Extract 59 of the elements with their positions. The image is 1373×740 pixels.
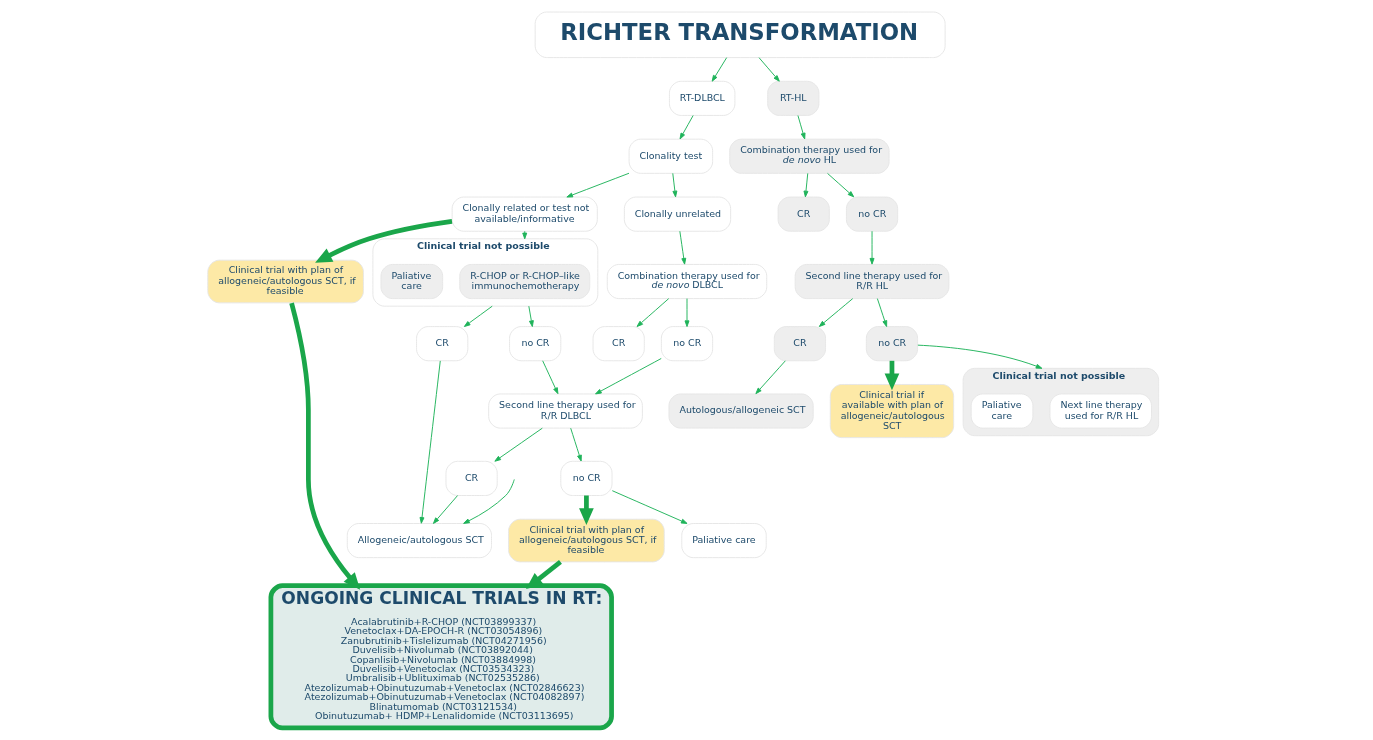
node-box: no CR bbox=[865, 326, 918, 362]
arrow bbox=[636, 298, 669, 327]
node-box: Clinical trial with plan of allogeneic/autologous SCT, if feasible bbox=[206, 259, 364, 304]
arrow bbox=[314, 219, 452, 263]
node-box: Clinical trial with plan of allogeneic/autologous SCT, if feasible bbox=[507, 518, 665, 563]
arrow bbox=[796, 115, 805, 140]
node-box: Next line therapy used for R/R HL bbox=[1049, 393, 1152, 429]
node-box: CR bbox=[773, 326, 826, 362]
arrow bbox=[493, 427, 543, 462]
node-box: Clonality test bbox=[628, 138, 713, 174]
node-box: Clinical trial if available with plan of allogeneic/autologous SCT bbox=[829, 384, 954, 439]
arrow bbox=[869, 230, 874, 265]
node-box: no CR bbox=[559, 460, 612, 496]
arrow bbox=[876, 298, 887, 327]
node-box: Second line therapy used for R/R HL bbox=[794, 263, 949, 300]
node-box: Combination therapy used for de novo DLBCL bbox=[606, 263, 767, 300]
arrow bbox=[565, 172, 629, 198]
arrow bbox=[611, 490, 688, 524]
arrow bbox=[818, 298, 853, 327]
arrow bbox=[419, 360, 441, 524]
node-box: CR bbox=[592, 326, 645, 362]
arrow bbox=[432, 495, 458, 524]
node-box: Allogeneic/autologous SCT bbox=[346, 523, 492, 559]
arrow bbox=[679, 115, 694, 140]
arrow bbox=[754, 360, 786, 395]
node-box: RT-DLBCL bbox=[668, 80, 735, 116]
arrow bbox=[826, 172, 854, 198]
node-box: ONGOING CLINICAL TRIALS IN RT: Acalabrutinib+R-CHOP (NCT03899337) Venetoclax+DA-EPOCH-R (NCT03054896) Zanubrutinib+Tislelizumab (NCT04271956) Duvelisib+Nivolumab (NCT03892044) Copanlisib+Nivolumab (NCT03884998) Duvelisib+Venetoclax (NCT03534323) Umbralisib+Ublituximab (NCT02535286) Atezolizumab+Obinutuzumab+Venetoclax (NCT02846623) Atezolizumab+Obinutuzumab+Venetoclax (NCT04082897) Blinatumomab (NCT03121534) Obinutuzumab+ HDMP+Lenalidomide (NCT03113695) bbox=[268, 583, 614, 731]
arrow bbox=[541, 360, 558, 395]
node-box: Combination therapy used for de novo HL bbox=[728, 138, 890, 174]
node-box: CR bbox=[777, 196, 830, 232]
node-box: no CR bbox=[660, 326, 713, 362]
arrow bbox=[527, 305, 534, 327]
node-box: Paliative care bbox=[680, 523, 767, 559]
node-box: R-CHOP or R-CHOP–like immunochemotherapy bbox=[458, 263, 590, 300]
node-box: Second line therapy used for R/R DLBCL bbox=[487, 393, 643, 429]
arrow bbox=[916, 344, 1042, 369]
node-box: RT-HL bbox=[766, 80, 819, 116]
node-box: no CR bbox=[508, 326, 561, 362]
node-box: Autologous/allogeneic SCT bbox=[668, 393, 814, 429]
node-box: CR bbox=[415, 326, 468, 362]
arrow bbox=[288, 302, 360, 590]
arrow bbox=[684, 298, 689, 327]
node-box: Clonally unrelated bbox=[623, 196, 731, 232]
arrow bbox=[463, 305, 493, 327]
arrow bbox=[525, 560, 562, 590]
arrow bbox=[803, 172, 808, 198]
node-box: Paliative care bbox=[970, 393, 1033, 429]
arrow bbox=[678, 230, 686, 265]
arrow bbox=[711, 57, 727, 82]
arrow bbox=[569, 427, 582, 462]
node-box: CR bbox=[445, 460, 498, 496]
node-box: Paliative care bbox=[380, 263, 443, 300]
arrow bbox=[758, 57, 780, 82]
arrow bbox=[462, 479, 515, 524]
node-box: no CR bbox=[845, 196, 898, 232]
arrow bbox=[671, 172, 677, 198]
arrow bbox=[594, 358, 662, 395]
node-box: RICHTER TRANSFORMATION bbox=[534, 11, 946, 59]
